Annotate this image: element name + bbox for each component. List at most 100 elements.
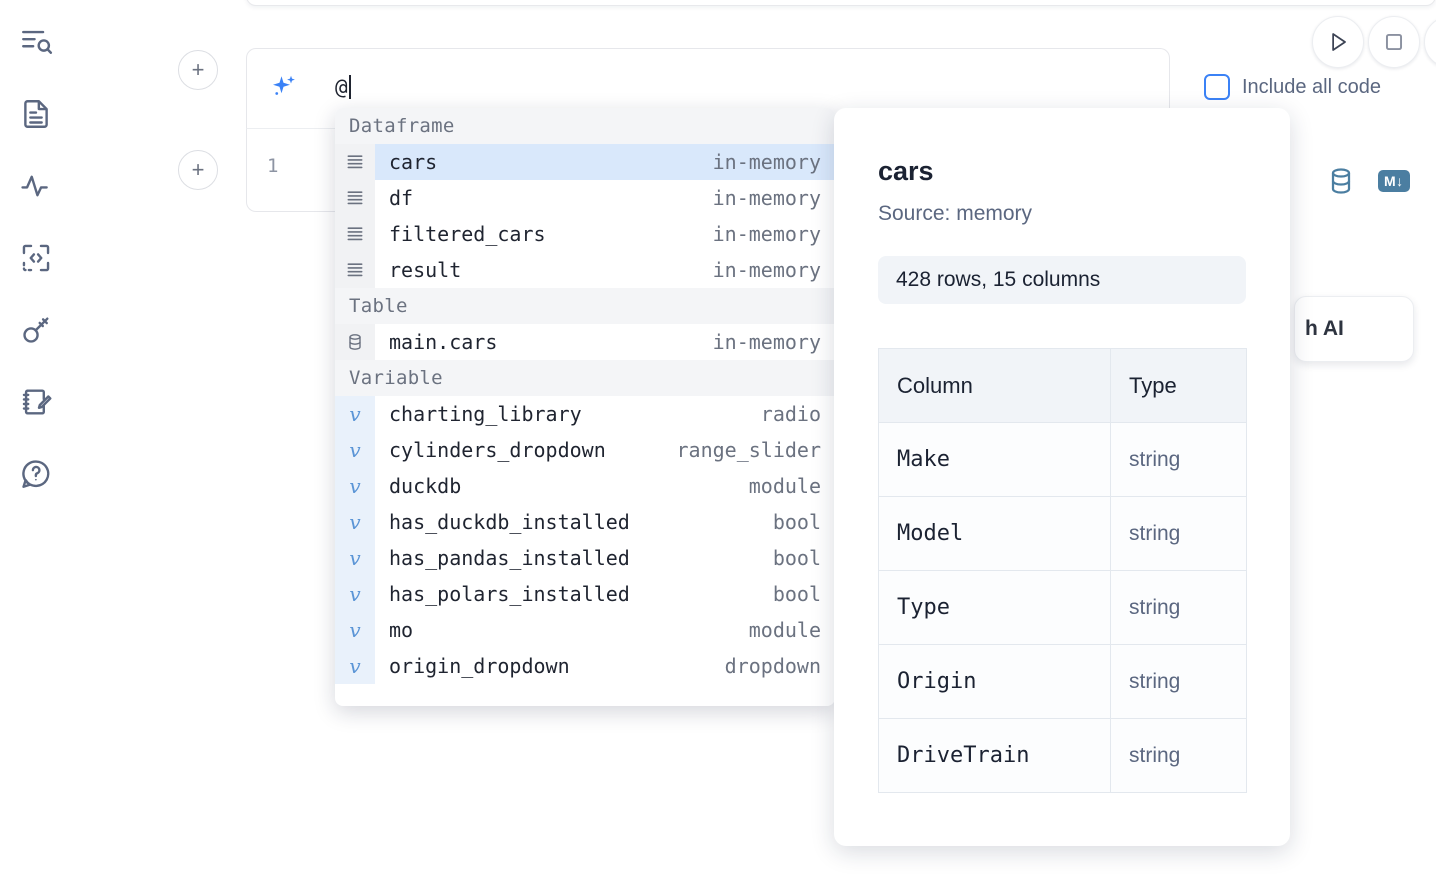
database-icon[interactable] [1326,166,1356,196]
autocomplete-item-name: has_pandas_installed [389,546,630,570]
include-all-code-checkbox[interactable] [1204,74,1230,100]
schema-column-name: Origin [878,644,1111,719]
schema-column-name: Type [878,570,1111,645]
autocomplete-item-type: in-memory [712,150,821,174]
autocomplete-item-name: cars [389,150,438,174]
autocomplete-item-type: bool [772,510,821,534]
table-icon [335,324,375,360]
schema-column-type: string [1110,644,1247,719]
schema-column-type: string [1110,496,1247,571]
left-icon-rail [0,0,72,874]
code-snippet-icon[interactable] [12,234,60,282]
detail-source: Source: memory [878,202,1033,225]
stop-button[interactable] [1368,16,1420,68]
autocomplete-item[interactable]: main.cars in-memory [335,324,835,360]
autocomplete-item-name: result [389,258,462,282]
scratchpad-icon[interactable] [12,378,60,426]
ai-suggestion-card[interactable]: h AI [1294,296,1414,362]
autocomplete-item-name: df [389,186,414,210]
dataframe-icon [335,144,375,180]
autocomplete-item-type: radio [760,402,821,426]
variable-icon: v [335,396,375,432]
autocomplete-item[interactable]: v cylinders_dropdown range_slider [335,432,835,468]
key-icon[interactable] [12,306,60,354]
detail-shape-badge: 428 rows, 15 columns [878,256,1246,304]
ai-prompt-value: @ [335,75,349,99]
schema-column-type: string [1110,422,1247,497]
dataframe-detail-panel: cars Source: memory 428 rows, 15 columns… [834,108,1290,846]
schema-header-column: Column [878,348,1111,423]
autocomplete-item-type: bool [772,582,821,606]
autocomplete-item-name: origin_dropdown [389,654,570,678]
autocomplete-item-type: module [748,618,821,642]
variable-icon: v [335,432,375,468]
autocomplete-item[interactable]: v origin_dropdown dropdown [335,648,835,684]
autocomplete-item-name: charting_library [389,402,582,426]
autocomplete-item-name: has_duckdb_installed [389,510,630,534]
document-icon[interactable] [12,90,60,138]
autocomplete-item-name: duckdb [389,474,462,498]
markdown-letter: M [1384,173,1397,189]
ai-prompt-input[interactable]: @ [335,75,352,99]
dataframe-icon [335,180,375,216]
dataframe-icon [335,216,375,252]
autocomplete-item-type: module [748,474,821,498]
autocomplete-item-type: in-memory [712,258,821,282]
autocomplete-item-type: bool [772,546,821,570]
schema-header-type: Type [1110,348,1247,423]
cell-above-edge [246,0,1436,6]
add-cell-button-bottom[interactable]: + [178,150,218,190]
text-caret [349,75,352,99]
autocomplete-item-type: in-memory [712,330,821,354]
include-all-code-row[interactable]: Include all code [1204,74,1381,100]
variable-icon: v [335,576,375,612]
schema-column-name: DriveTrain [878,718,1111,793]
add-cell-button-top[interactable]: + [178,50,218,90]
run-button[interactable] [1312,16,1364,68]
schema-column-name: Model [878,496,1111,571]
schema-column-name: Make [878,422,1111,497]
variable-icon: v [335,540,375,576]
autocomplete-item-type: range_slider [676,438,822,462]
autocomplete-group-label: Table [335,288,835,324]
autocomplete-item-name: cylinders_dropdown [389,438,606,462]
autocomplete-item[interactable]: cars in-memory [335,144,835,180]
autocomplete-item[interactable]: v has_duckdb_installed bool [335,504,835,540]
autocomplete-item-type: in-memory [712,222,821,246]
autocomplete-item-name: mo [389,618,414,642]
autocomplete-item-type: dropdown [724,654,821,678]
variable-icon: v [335,648,375,684]
dataframe-icon [335,252,375,288]
autocomplete-item[interactable]: result in-memory [335,252,835,288]
autocomplete-item-name: main.cars [389,330,498,354]
schema-column-type: string [1110,570,1247,645]
markdown-icon[interactable]: M↓ [1378,170,1410,192]
activity-icon[interactable] [12,162,60,210]
detail-title: cars [878,156,934,186]
help-chat-icon[interactable] [12,450,60,498]
autocomplete-item[interactable]: v has_pandas_installed bool [335,540,835,576]
markdown-arrow: ↓ [1396,173,1404,189]
line-number: 1 [267,155,279,177]
more-actions-button[interactable] [1424,16,1436,68]
autocomplete-item[interactable]: v charting_library radio [335,396,835,432]
variable-icon: v [335,504,375,540]
sparkle-ai-icon [269,73,299,103]
autocomplete-group-label: Variable [335,360,835,396]
autocomplete-group-label: Dataframe [335,108,835,144]
schema-table-header: Column Type [878,348,1247,423]
file-search-icon[interactable] [12,18,60,66]
variable-icon: v [335,612,375,648]
